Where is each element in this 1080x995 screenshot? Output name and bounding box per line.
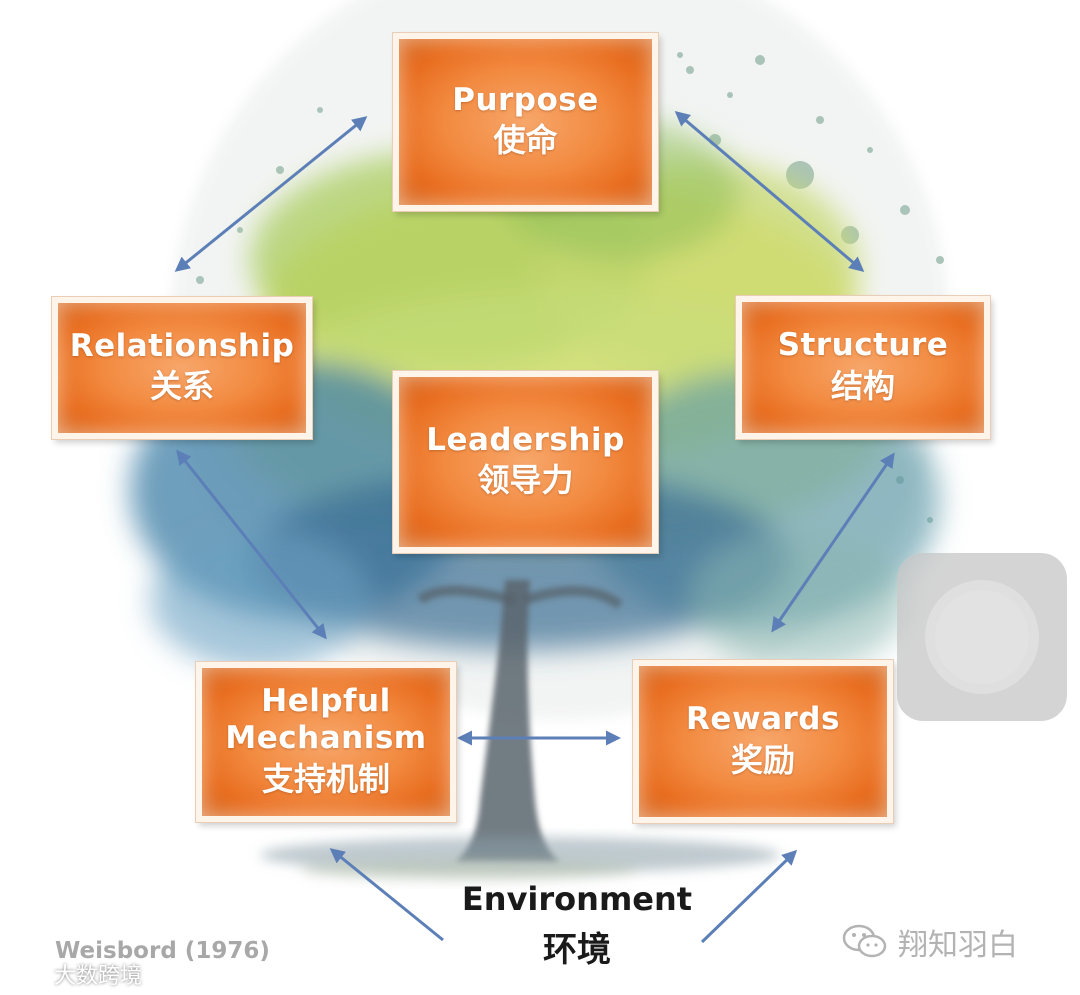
structure-label-en: Structure	[777, 327, 949, 364]
relationship-label-zh: 关系	[149, 367, 214, 405]
watermark-left-text: 大数跨境	[54, 964, 143, 989]
arrow-environment-helpful	[329, 848, 444, 942]
purpose-box: Purpose 使命	[393, 33, 658, 211]
relationship-box: Relationship 关系	[52, 297, 312, 439]
watermark-right-text: 翔知羽白	[898, 928, 1018, 963]
purpose-label-zh: 使命	[493, 121, 558, 159]
floating-button-knob-icon	[935, 590, 1029, 684]
environment-label-zh: 环境	[543, 930, 611, 970]
wechat-icon	[842, 924, 887, 958]
arrow-environment-rewards	[700, 849, 798, 944]
leadership-box: Leadership 领导力	[393, 371, 658, 553]
ground	[260, 837, 780, 880]
leadership-label-en: Leadership	[426, 421, 625, 458]
rewards-box: Rewards 奖励	[633, 660, 893, 823]
structure-label-zh: 结构	[830, 366, 895, 405]
logo-icon	[9, 963, 45, 985]
watermark-left: 大数跨境	[8, 958, 142, 990]
arrow-purpose-structure	[674, 111, 865, 272]
arrows	[174, 111, 895, 944]
rewards-label-zh: 奖励	[730, 740, 795, 779]
arrow-relationship-helpful	[176, 449, 327, 640]
floating-scroll-button[interactable]	[897, 553, 1067, 721]
helpful-label-zh: 支持机制	[261, 759, 390, 798]
leadership-label-zh: 领导力	[477, 461, 574, 499]
arrow-purpose-relationship	[174, 116, 368, 272]
environment-label-en: Environment	[461, 880, 693, 918]
helpful-label-en: Helpful Mechanism	[225, 683, 427, 757]
structure-box: Structure 结构	[736, 296, 990, 439]
relationship-label-en: Relationship	[69, 327, 295, 364]
citation: Weisbord (1976)	[55, 938, 270, 964]
helpful-mechanism-box: Helpful Mechanism 支持机制	[196, 662, 456, 822]
rewards-label-en: Rewards	[686, 701, 840, 738]
environment-label: Environment 环境	[452, 880, 702, 971]
arrow-structure-rewards	[771, 452, 895, 633]
purpose-label-en: Purpose	[452, 81, 599, 118]
watermark-right: 翔知羽白	[842, 920, 1018, 964]
trunk	[417, 580, 623, 862]
